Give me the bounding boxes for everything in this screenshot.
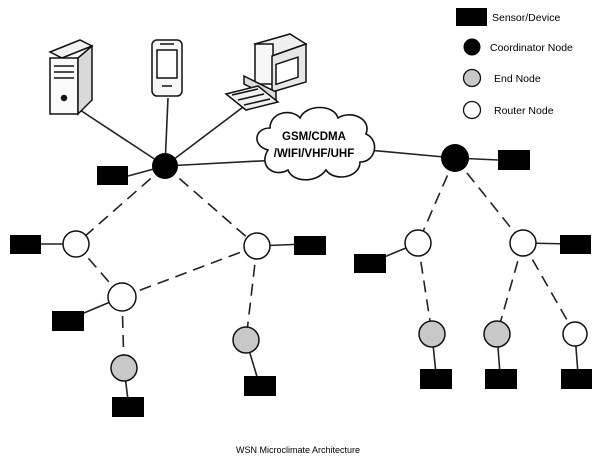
cloud-label-line2: /WIFI/VHF/UHF <box>274 148 355 160</box>
legend-router-label: Router Node <box>494 105 554 117</box>
legend: Sensor/Device Coordinator Node End Node … <box>456 8 573 120</box>
diagram-caption: WSN Microclimate Architecture <box>236 445 360 455</box>
link-coordinator-server <box>79 109 166 167</box>
legend-end-label: End Node <box>494 73 541 85</box>
router-node <box>62 230 90 258</box>
connections <box>40 97 579 401</box>
sensor-device <box>294 236 326 255</box>
router-node <box>243 232 271 260</box>
server-icon <box>48 39 94 116</box>
router-node <box>404 229 432 257</box>
coordinator-node <box>441 144 469 172</box>
sensor-device <box>560 235 591 254</box>
link-router-b-end-b <box>245 245 258 341</box>
legend-sensor-swatch <box>456 8 487 26</box>
link-coord-right-router-d <box>417 157 456 244</box>
router-node <box>107 282 137 312</box>
link-coord-right-router-e <box>454 157 524 244</box>
sensor-device <box>485 369 517 389</box>
legend-coordinator-swatch <box>463 38 481 56</box>
router-node <box>562 321 588 347</box>
legend-router-swatch <box>462 100 482 120</box>
link-cloud-coordinator-right <box>367 149 456 159</box>
legend-coordinator-label: Coordinator Node <box>490 42 573 54</box>
legend-end-swatch <box>462 68 482 88</box>
sensor-device <box>52 311 84 331</box>
sensor-device <box>354 254 386 273</box>
mobile-phone-icon <box>151 39 183 97</box>
sensor-device <box>244 376 276 396</box>
link-router-e-end-d <box>496 242 524 335</box>
sensor-device <box>97 166 128 185</box>
link-coordinator-cloud <box>164 159 279 167</box>
link-coord-router-b <box>164 165 258 247</box>
network-cloud: GSM/CDMA /WIFI/VHF/UHF <box>256 106 376 181</box>
link-router-c-router-b <box>121 245 258 298</box>
coordinator-node <box>152 153 178 179</box>
link-router-e-router-f <box>522 242 576 335</box>
cloud-label-line1: GSM/CDMA <box>282 131 346 143</box>
end-node <box>232 326 260 354</box>
link-router-d-end-c <box>417 242 433 335</box>
end-node <box>110 354 138 382</box>
end-node <box>418 320 446 348</box>
end-node <box>483 320 511 348</box>
sensor-device <box>561 369 592 389</box>
desktop-computer-icon <box>224 33 308 111</box>
link-coordinator-desktop <box>164 97 256 167</box>
link-coord-router-a <box>75 165 166 245</box>
sensor-device <box>498 150 530 170</box>
sensor-device <box>420 369 452 389</box>
sensor-device <box>112 397 144 417</box>
legend-sensor-label: Sensor/Device <box>492 12 560 24</box>
router-node <box>509 229 537 257</box>
sensor-device <box>10 235 41 254</box>
